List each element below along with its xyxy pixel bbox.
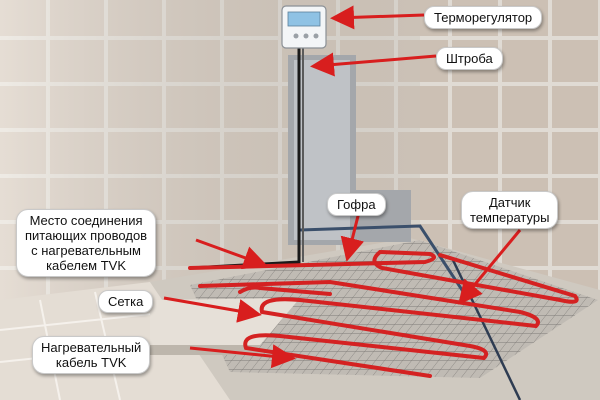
arrow-sensor — [458, 229, 522, 305]
arrow-junction — [195, 238, 268, 270]
arrow-heating-cable — [189, 344, 296, 369]
label-thermostat: Терморегулятор — [424, 6, 543, 29]
arrow-mesh — [163, 296, 262, 323]
label-junction: Место соединения питающих проводов с наг… — [16, 209, 157, 277]
label-junction-line-3: с нагревательным — [31, 243, 141, 258]
label-junction-line-2: питающих проводов — [25, 228, 148, 243]
label-junction-line-4: кабелем TVK — [46, 258, 127, 273]
callout-arrows — [163, 5, 522, 369]
arrow-thermostat — [330, 5, 425, 30]
label-heating-cable-line-2: кабель TVK — [55, 355, 127, 370]
arrow-chase — [310, 52, 437, 77]
arrow-corrugated — [340, 207, 365, 262]
label-sensor-line-1: Датчик — [489, 195, 531, 210]
label-heating-cable-line-1: Нагревательный — [41, 340, 142, 355]
label-sensor: Датчик температуры — [461, 191, 559, 229]
label-sensor-line-2: температуры — [470, 210, 550, 225]
label-corrugated: Гофра — [327, 193, 386, 216]
label-junction-line-1: Место соединения — [29, 213, 143, 228]
label-mesh: Сетка — [98, 290, 154, 313]
label-chase: Штроба — [436, 47, 503, 70]
thermostat-device — [281, 5, 327, 49]
label-heating-cable: Нагревательный кабель TVK — [32, 336, 151, 374]
heating-cable — [188, 249, 579, 378]
